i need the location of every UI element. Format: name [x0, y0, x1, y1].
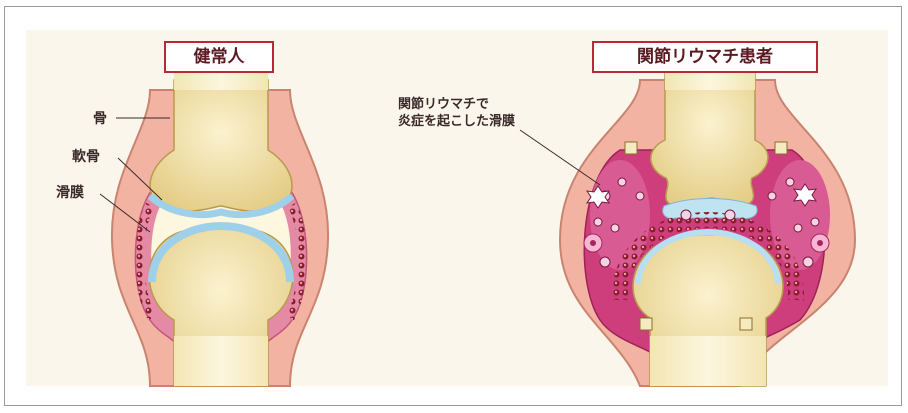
healthy-joint: [112, 60, 328, 386]
inflamed-synovium-annotation: 関節リウマチで 炎症を起こした滑膜: [398, 96, 515, 130]
cartilage-label: 軟骨: [72, 146, 100, 166]
annotation-line-2: 炎症を起こした滑膜: [398, 113, 515, 130]
healthy-title: 健常人: [164, 41, 274, 73]
bone-label: 骨: [93, 108, 107, 128]
ra-joint: [560, 60, 855, 386]
annotation-line-1: 関節リウマチで: [398, 96, 515, 113]
ra-patient-title: 関節リウマチ患者: [592, 41, 818, 73]
ra-upper-bone: [651, 70, 768, 204]
synovium-label: 滑膜: [56, 182, 84, 202]
